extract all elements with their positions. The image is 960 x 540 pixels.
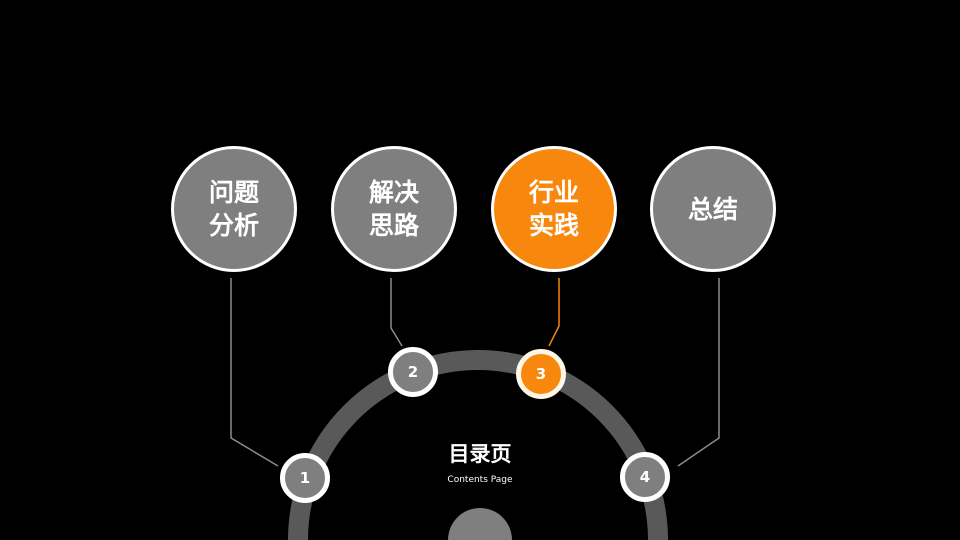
section-label-line1: 解决: [368, 178, 419, 207]
section-label-line1: 行业: [528, 178, 579, 207]
section-label-line2: 分析: [208, 211, 259, 240]
page-subtitle: Contents Page: [447, 475, 513, 485]
connector-line-2: [390, 278, 403, 347]
section-circle-4[interactable]: 总结: [650, 146, 776, 272]
page-title: 目录页: [448, 442, 512, 466]
section-label-line1: 总结: [687, 194, 738, 224]
section-label-line1: 问题: [208, 178, 259, 207]
section-number-4[interactable]: 4: [620, 452, 670, 502]
section-label-line2: 思路: [368, 211, 419, 240]
connector-line-4: [677, 278, 720, 467]
section-label-line2: 实践: [528, 211, 579, 240]
connector-line-3: [548, 278, 560, 347]
section-circle-3[interactable]: 行业 实践: [491, 146, 617, 272]
section-circle-1[interactable]: 问题 分析: [171, 146, 297, 272]
connector-line-1: [230, 278, 279, 467]
section-number-3[interactable]: 3: [516, 349, 566, 399]
center-hub: [448, 508, 512, 540]
section-circle-2[interactable]: 解决 思路: [331, 146, 457, 272]
section-number-1[interactable]: 1: [280, 453, 330, 503]
section-number-2[interactable]: 2: [388, 347, 438, 397]
